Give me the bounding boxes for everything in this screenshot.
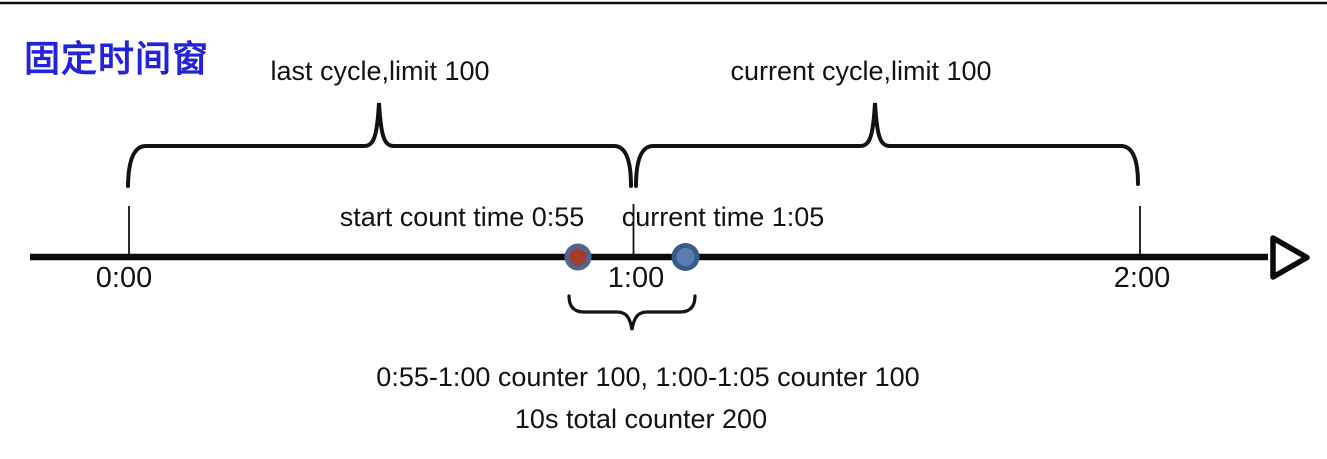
current-time-marker: [671, 243, 700, 271]
start-count-marker-dot: [569, 248, 587, 266]
count-span-brace: [567, 294, 697, 331]
start-count-time-label: start count time 0:55: [339, 202, 585, 232]
total-counter-line: 10s total counter 200: [514, 404, 768, 434]
page-title: 固定时间窗: [24, 38, 210, 79]
tick-label-2-00: 2:00: [1113, 262, 1171, 294]
counter-summary-line: 0:55-1:00 counter 100, 1:00-1:05 counter…: [376, 362, 920, 392]
current-time-marker-dot: [676, 248, 695, 266]
timeline-arrowhead-icon: [1270, 235, 1310, 280]
tick-label-1-00: 1:00: [607, 262, 665, 294]
last-cycle-brace: [126, 102, 633, 188]
last-cycle-label: last cycle,limit 100: [270, 56, 490, 86]
start-count-marker: [564, 243, 592, 271]
current-cycle-brace: [634, 102, 1140, 188]
current-time-label: current time 1:05: [621, 202, 825, 232]
current-cycle-label: current cycle,limit 100: [730, 56, 992, 86]
tick-label-0-00: 0:00: [95, 262, 153, 294]
